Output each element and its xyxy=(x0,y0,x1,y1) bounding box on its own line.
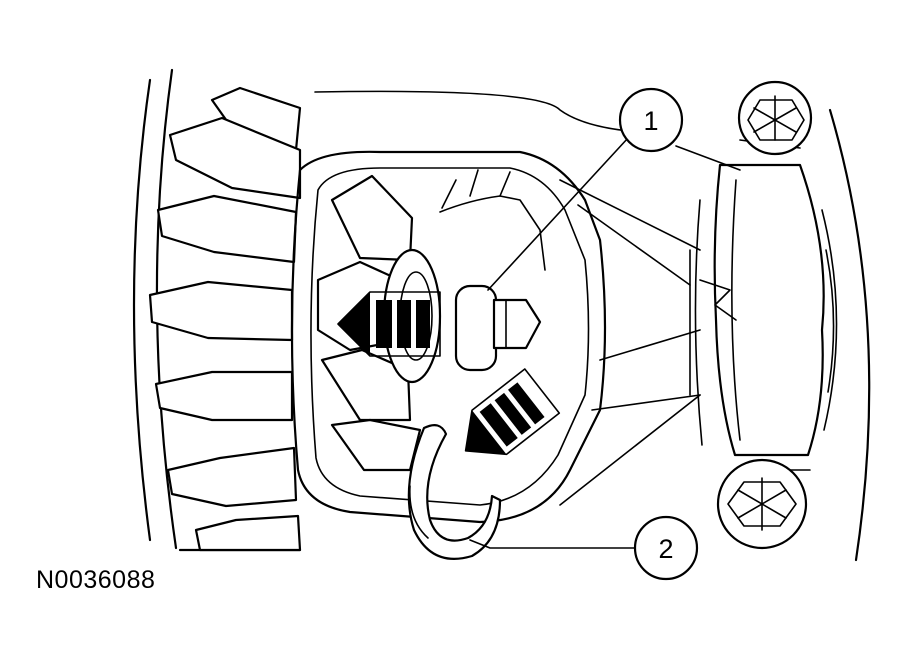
hook-tool xyxy=(407,423,502,560)
callout-2-label: 2 xyxy=(658,534,673,564)
pinion-shaft xyxy=(454,284,542,372)
callout-leaders xyxy=(469,137,741,549)
removal-arrow-left xyxy=(337,291,441,357)
cap-bolt-top xyxy=(737,80,813,156)
differential-case xyxy=(290,150,701,524)
removal-arrow-diagonal xyxy=(464,368,561,456)
figure-id: N0036088 xyxy=(36,566,156,594)
callout-2: 2 xyxy=(633,515,699,581)
callout-1-label: 1 xyxy=(643,106,658,136)
callout-1: 1 xyxy=(618,87,684,153)
cap-bolt-bottom xyxy=(716,458,808,550)
ring-gear xyxy=(148,86,302,552)
bearing-cap xyxy=(689,139,838,471)
